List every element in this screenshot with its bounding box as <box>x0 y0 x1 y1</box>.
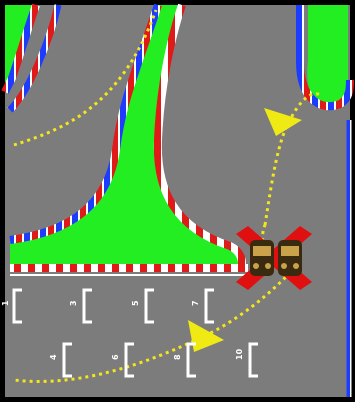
grid-slot-label: 8 <box>173 354 182 360</box>
grass-right-island <box>307 5 348 108</box>
grid-slot-label: 7 <box>191 300 200 306</box>
grid-slot-label: 4 <box>49 354 58 360</box>
grid-slot-label: 5 <box>131 300 140 306</box>
car-right <box>278 240 302 276</box>
grid-slot-label: 3 <box>69 300 78 306</box>
grid-slot-label: 6 <box>111 354 120 360</box>
grid-slot-label: 1 <box>1 300 10 306</box>
grid-slot-label: 10 <box>235 348 244 360</box>
car-left <box>250 240 274 276</box>
